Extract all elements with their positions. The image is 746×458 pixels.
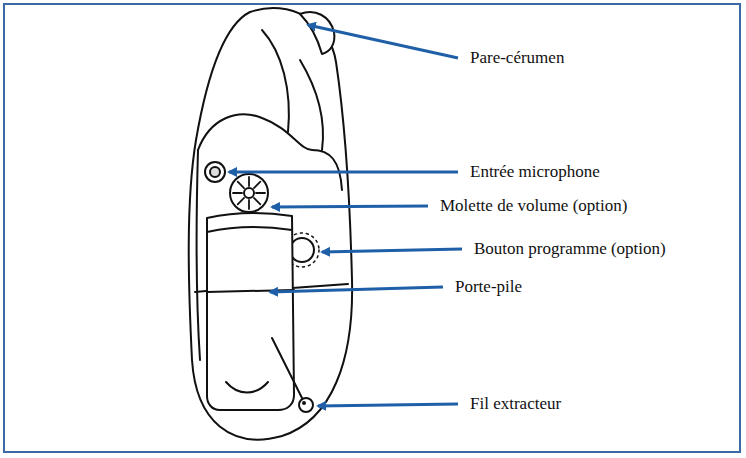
part-label: Porte-pile <box>455 277 522 297</box>
leader-arrows <box>229 25 462 406</box>
part-label: Bouton programme (option) <box>474 239 666 259</box>
part-label: Pare-cérumen <box>470 48 564 68</box>
frame-border <box>3 3 741 453</box>
part-label: Molette de volume (option) <box>440 196 627 216</box>
part-label: Entrée microphone <box>470 162 600 182</box>
part-label: Fil extracteur <box>470 394 561 414</box>
